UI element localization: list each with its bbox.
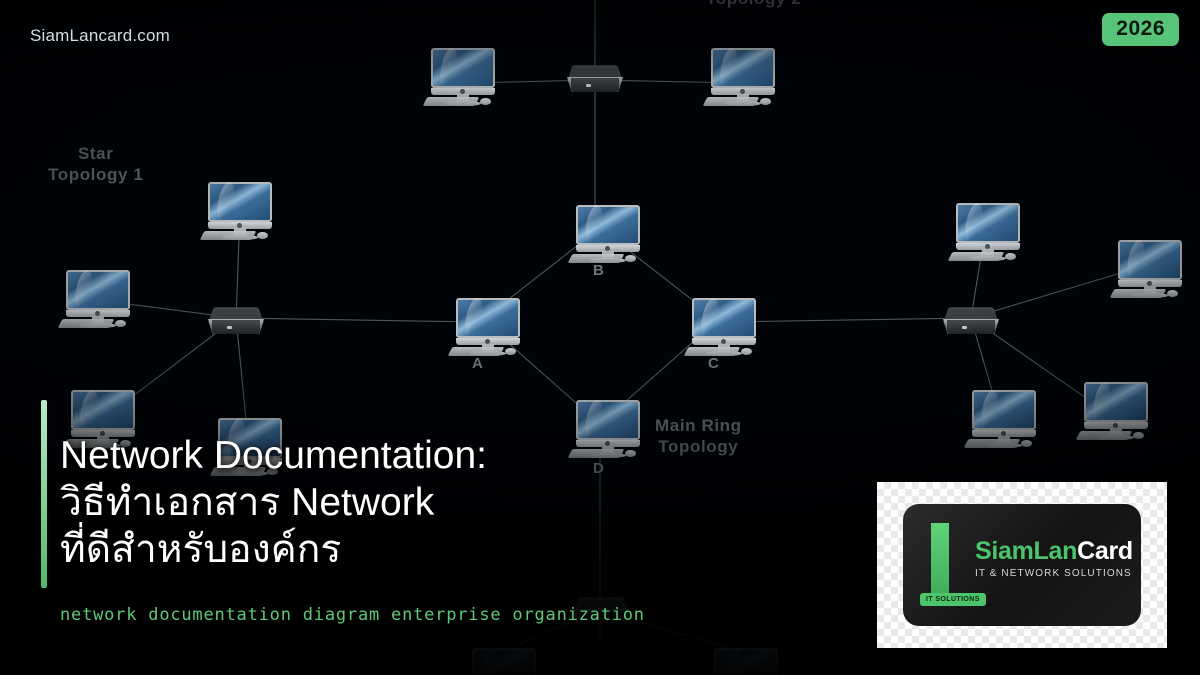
computer-node-icon <box>947 203 1026 265</box>
computer-node-icon <box>57 270 136 332</box>
site-watermark: SiamLancard.com <box>30 26 171 45</box>
keyword-subtitle: network documentation diagram enterprise… <box>60 605 645 625</box>
logo-word-green: SiamLan <box>975 537 1078 565</box>
ring-node-label: B <box>593 262 605 279</box>
computer-node-icon <box>708 648 784 675</box>
brand-logo-card: IT SOLUTIONS SiamLanCard IT & NETWORK SO… <box>903 504 1141 626</box>
computer-node-icon <box>1075 382 1154 444</box>
title-line-3: ที่ดีสำหรับองค์กร <box>60 528 342 571</box>
page-title: Network Documentation: วิธีทำเอกสาร Netw… <box>60 432 700 573</box>
computer-node-icon <box>199 182 278 244</box>
logo-it-solutions-badge: IT SOLUTIONS <box>920 593 986 606</box>
computer-node-icon <box>963 390 1042 452</box>
year-badge: 2026 <box>1102 13 1179 46</box>
ring-node-label: A <box>472 355 484 372</box>
title-line-1: Network Documentation: <box>60 434 488 477</box>
computer-node-icon <box>702 48 781 110</box>
network-switch-icon <box>940 302 1002 342</box>
computer-node-icon <box>422 48 501 110</box>
network-switch-icon <box>564 60 626 100</box>
computer-node-icon <box>466 648 542 675</box>
logo-tagline: IT & NETWORK SOLUTIONS <box>975 568 1132 579</box>
title-accent-bar <box>41 400 47 588</box>
logo-wordmark: SiamLanCard <box>975 537 1133 566</box>
computer-node-icon <box>1109 240 1188 302</box>
title-line-2: วิธีทำเอกสาร Network <box>60 481 435 524</box>
logo-green-bar-icon <box>931 523 949 599</box>
brand-logo-panel: IT SOLUTIONS SiamLanCard IT & NETWORK SO… <box>877 482 1167 648</box>
logo-word-white: Card <box>1077 537 1133 565</box>
computer-node-icon <box>567 205 646 267</box>
network-switch-icon <box>205 302 267 342</box>
connection-line <box>235 317 479 323</box>
computer-node-icon <box>683 298 762 360</box>
logo-text-group: SiamLanCard IT & NETWORK SOLUTIONS <box>975 537 1133 579</box>
ring-node-label: C <box>708 355 720 372</box>
computer-node-icon <box>447 298 526 360</box>
topology-label: Topology 2 <box>706 0 801 9</box>
